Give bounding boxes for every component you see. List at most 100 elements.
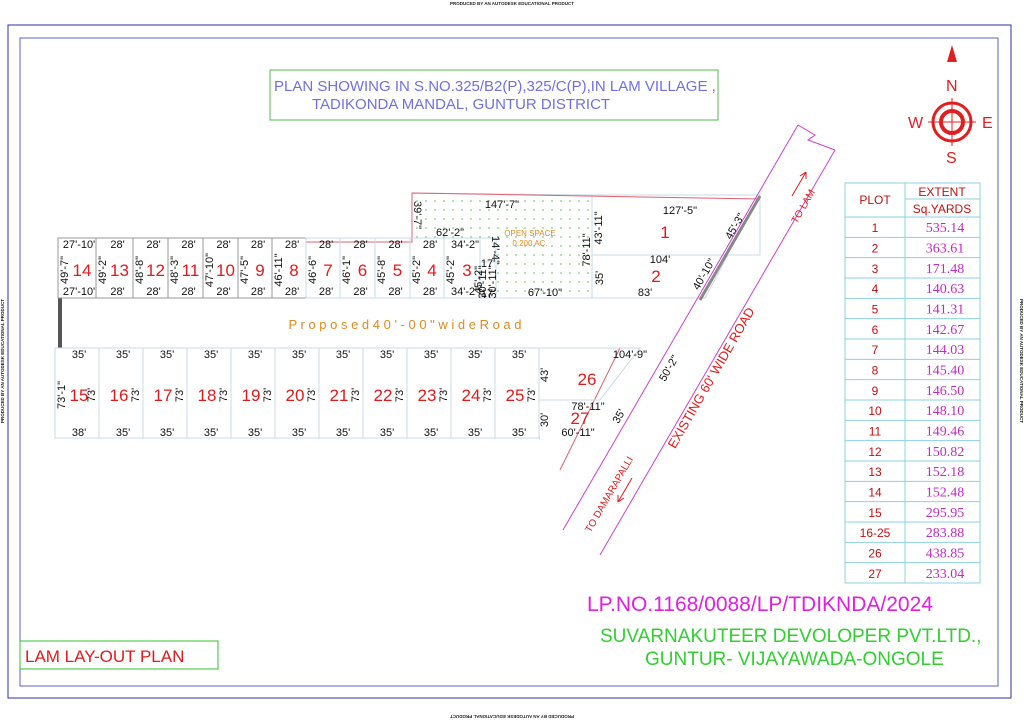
lot-8-number: 8 [289, 261, 298, 280]
lot-6-number: 6 [358, 261, 367, 280]
lot-24-side: 73' [482, 388, 494, 402]
plan-name: LAM LAY-OUT PLAN [25, 647, 184, 666]
existing-road-label: EXISTING 60' WIDE ROAD [665, 305, 758, 451]
company-name: SUVARNAKUTEER DEVOLOPER PVT.LTD., [600, 626, 982, 647]
lot-19-top: 35' [248, 349, 262, 361]
watermark-bottom: PRODUCED BY AN AUTODESK EDUCATIONAL PROD… [450, 714, 574, 719]
company-city: GUNTUR- VIJAYAWADA-ONGOLE [645, 649, 944, 670]
lot-15-top: 35' [72, 349, 86, 361]
lot-25-top: 35' [512, 349, 526, 361]
table-extent-cell: 148.10 [926, 404, 965, 419]
title-line-1: PLAN SHOWING IN S.NO.325/B2(P),325/C(P),… [274, 78, 716, 95]
lot-22-bottom: 35' [380, 427, 394, 439]
lot-25-number: 25 [506, 386, 525, 405]
table-extent-cell: 149.46 [926, 425, 965, 440]
lot-8-side: 46'-11" [273, 253, 285, 286]
table-extent-cell: 152.18 [926, 465, 965, 480]
lot-24-number: 24 [462, 386, 481, 405]
lot-4-number: 4 [427, 261, 436, 280]
lot-24-bottom: 35' [468, 427, 482, 439]
lot-19-side: 73' [262, 388, 274, 402]
lot-26-left: 43' [539, 368, 551, 382]
lot-21-top: 35' [336, 349, 350, 361]
lot-27-number: 27 [571, 409, 590, 428]
north-arrow-compass: N E W S [908, 45, 993, 167]
lot-22-side: 73' [394, 388, 406, 402]
open-space-right: 78'-11" [581, 233, 593, 266]
lot-26-number: 26 [578, 370, 597, 389]
lot-17-bottom: 35' [160, 427, 174, 439]
lot-14-side: 49'-7" [59, 256, 71, 284]
table-extent-cell: 142.67 [926, 323, 965, 338]
plan-name-box [19, 640, 219, 670]
lot-19-number: 19 [242, 386, 261, 405]
table-extent-cell: 295.95 [926, 506, 965, 521]
lot-15-bottom: 38' [72, 427, 86, 439]
table-plot-cell: 12 [868, 445, 882, 459]
lot-20-side: 73' [306, 388, 318, 402]
lot-4-bottom: 28' [423, 286, 437, 298]
lot-14-number: 14 [73, 261, 92, 280]
lot-19-bottom: 35' [248, 427, 262, 439]
table-plot-cell: 16-25 [860, 526, 891, 540]
lot-10-top: 28' [216, 239, 230, 251]
lot-4-top: 28' [423, 239, 437, 251]
compass-w: W [908, 115, 924, 132]
existing-road-edge-2 [599, 149, 836, 556]
lot-24-top: 35' [468, 349, 482, 361]
table-plot-cell: 15 [868, 506, 882, 520]
table-extent-cell: 152.48 [926, 486, 965, 501]
lot-20-number: 20 [286, 386, 305, 405]
lot-25-side: 73' [526, 388, 538, 402]
watermark-top: PRODUCED BY AN AUTODESK EDUCATIONAL PROD… [450, 1, 574, 6]
lot-2-bottom: 83' [638, 287, 652, 299]
lot-21-bottom: 35' [336, 427, 350, 439]
lot-14-bottom: 27'-10" [63, 286, 97, 298]
open-space-label: OPEN SPACE [504, 229, 555, 238]
lot-1-top: 127'-5" [663, 205, 697, 217]
lot-7-bottom: 28' [319, 286, 333, 298]
lot-27-top: 78'-11" [571, 401, 604, 413]
lot-3-number: 3 [462, 261, 471, 280]
lot-22-top: 35' [380, 349, 394, 361]
road-edge-lower [559, 347, 621, 471]
table-extent-cell: 141.31 [926, 303, 965, 318]
lot-16-number: 16 [110, 386, 129, 405]
lot-6-top: 28' [353, 239, 367, 251]
table-plot-cell: 4 [872, 282, 879, 296]
lot-18-top: 35' [204, 349, 218, 361]
lot-20-bottom: 35' [292, 427, 306, 439]
table-plot-cell: 9 [872, 384, 879, 398]
lot-11-number: 11 [182, 261, 200, 280]
lot-1-number: 1 [660, 223, 669, 242]
table-plot-cell: 7 [872, 343, 879, 357]
lot-22-number: 22 [374, 386, 393, 405]
table-plot-cell: 5 [872, 303, 879, 317]
table-extent-cell: 233.04 [926, 567, 965, 582]
lot-23-number: 23 [418, 386, 437, 405]
lot-5-number: 5 [393, 261, 402, 280]
lot-8-top: 28' [285, 239, 299, 251]
lot-23-side: 73' [438, 388, 450, 402]
small-cell [479, 261, 497, 299]
compass-s: S [946, 150, 957, 167]
lot-18-number: 18 [198, 386, 217, 405]
table-plot-cell: 6 [872, 323, 879, 337]
lot-5-top: 28' [388, 239, 402, 251]
lot-26-right: 50'-2" [657, 353, 681, 383]
inner-border [19, 37, 999, 687]
lot-3-side: 45'-2" [445, 256, 457, 284]
lot-11-bottom: 28' [181, 286, 195, 298]
lot-7-side: 46'-6" [307, 256, 319, 284]
lot-12-number: 12 [146, 261, 165, 280]
lot-15-number: 15 [70, 386, 89, 405]
compass-e: E [982, 115, 993, 132]
table-extent-cell: 145.40 [926, 364, 965, 379]
lot-10-number: 10 [216, 261, 235, 280]
lot-7-top: 28' [319, 239, 333, 251]
table-plot-cell: 1 [872, 221, 879, 235]
lot-16-bottom: 35' [116, 427, 130, 439]
table-header-plot: PLOT [859, 193, 891, 207]
